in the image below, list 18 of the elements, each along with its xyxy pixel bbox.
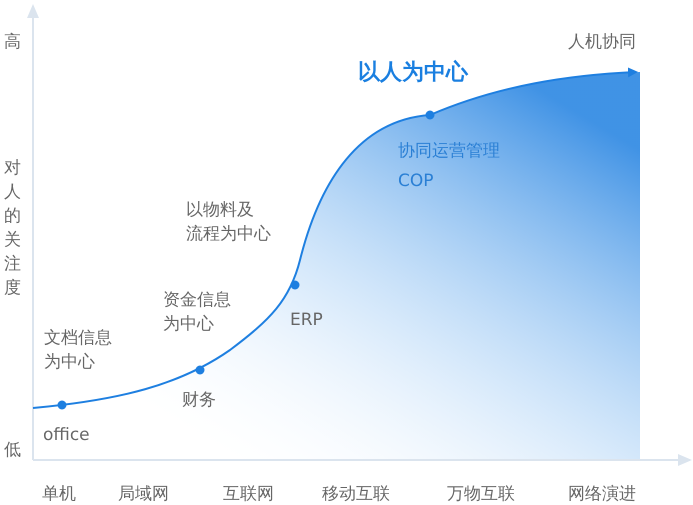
- tick-label: 互联网: [223, 483, 274, 505]
- stage-label: 协同运营管理 COP: [398, 140, 501, 193]
- stage-label: 以物料及流程为中心: [186, 199, 271, 246]
- stage-label: office: [43, 424, 90, 447]
- tick-label: 万物互联: [447, 483, 515, 505]
- stage-label: 资金信息为中心: [163, 289, 231, 336]
- tick-label: 单机: [42, 483, 76, 505]
- stage-label: 人机协同: [568, 31, 636, 54]
- axis-title: 对人的关注度: [4, 157, 21, 300]
- axis-label: 低: [4, 439, 21, 462]
- stage-label: ERP: [290, 309, 323, 332]
- axis-label: 高: [4, 31, 21, 54]
- tick-label: 移动互联: [322, 483, 390, 505]
- stage-label: 以人为中心: [358, 58, 468, 87]
- tick-label: 局域网: [118, 483, 169, 505]
- stage-label: 文档信息为中心: [44, 327, 112, 374]
- stage-label: 财务: [182, 389, 216, 412]
- tick-label: 网络演进: [568, 483, 636, 505]
